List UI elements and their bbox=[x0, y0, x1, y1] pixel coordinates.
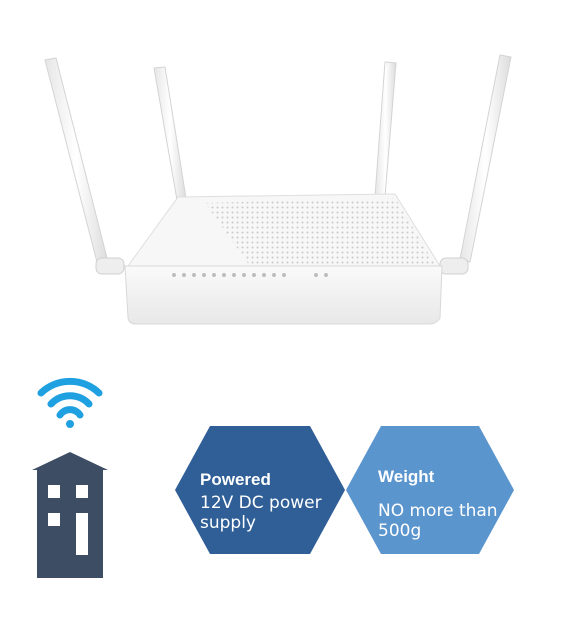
router-leds bbox=[172, 273, 328, 277]
antenna-right-outer bbox=[459, 54, 512, 263]
router-image bbox=[44, 54, 512, 325]
powered-line-1: 12V DC power bbox=[200, 493, 322, 513]
antenna-left-inner bbox=[153, 66, 187, 201]
weight-feature: Weight NO more than 500g bbox=[378, 467, 498, 541]
router-front bbox=[124, 265, 443, 325]
powered-line-2: supply bbox=[200, 513, 256, 533]
powered-title: Powered bbox=[200, 470, 271, 489]
building-icon bbox=[32, 452, 108, 578]
wifi-icon bbox=[37, 377, 103, 419]
weight-line-1: NO more than bbox=[378, 501, 498, 521]
weight-line-2: 500g bbox=[378, 521, 422, 541]
antenna-right-inner bbox=[374, 61, 397, 198]
powered-feature: Powered 12V DC power supply bbox=[200, 470, 322, 533]
antenna-left-outer bbox=[44, 57, 109, 267]
weight-title: Weight bbox=[378, 467, 435, 486]
powered-hexagon bbox=[175, 426, 345, 554]
weight-hexagon bbox=[346, 426, 514, 554]
